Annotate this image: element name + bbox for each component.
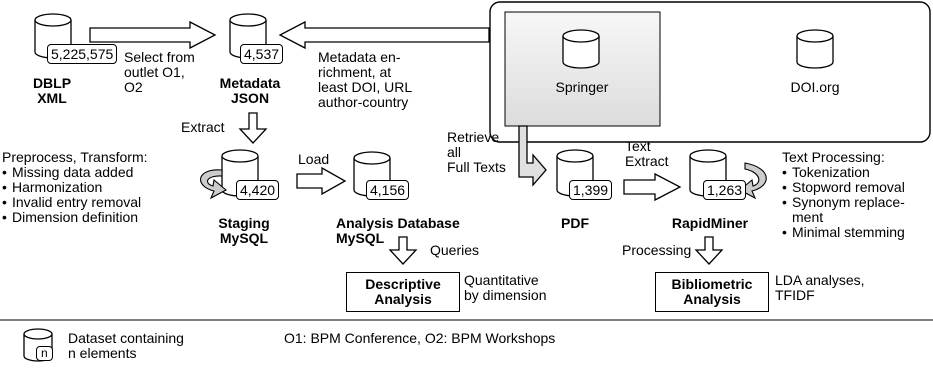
queries-arrow xyxy=(388,236,418,265)
text-extract-arrow xyxy=(623,172,682,202)
doi-label: DOI.org xyxy=(790,79,840,95)
preprocess-loop-arrow xyxy=(200,169,227,200)
text-processing-item: Stopword removal xyxy=(782,180,905,196)
rapidminer-label: RapidMiner xyxy=(671,215,749,231)
pdf-count-badge: 1,399 xyxy=(569,180,613,200)
text-processing-list: Text Processing: Tokenization Stopword r… xyxy=(782,149,905,241)
metadata-count-badge: 4,537 xyxy=(240,44,284,64)
analysis-db-label: Analysis Database MySQL xyxy=(336,215,460,246)
queries-step-label: Queries xyxy=(430,242,480,258)
preprocess-list: Preprocess, Transform: Missing data adde… xyxy=(2,149,148,226)
bibliometric-note: LDA analyses,TFIDF xyxy=(775,272,865,303)
retrieve-arrow xyxy=(518,125,547,187)
preprocess-title: Preprocess, Transform: xyxy=(2,149,148,165)
extract-arrow xyxy=(238,112,268,144)
springer-cylinder xyxy=(562,29,600,69)
springer-label: Springer xyxy=(555,79,609,95)
preprocess-item: Missing data added xyxy=(2,165,148,181)
preprocess-item: Dimension definition xyxy=(2,210,148,226)
text-processing-item: Synonym replace- ment xyxy=(782,195,905,225)
legend-outlets: O1: BPM Conference, O2: BPM Workshops xyxy=(284,330,556,346)
preprocess-item: Invalid entry removal xyxy=(2,195,148,211)
load-arrow xyxy=(296,166,347,196)
text-processing-item: Tokenization xyxy=(782,165,905,181)
processing-arrow xyxy=(694,236,724,265)
staging-count-badge: 4,420 xyxy=(236,180,280,200)
text-processing-title: Text Processing: xyxy=(782,149,885,165)
dblp-count-badge: 5,225,575 xyxy=(47,44,118,64)
text-processing-item: Minimal stemming xyxy=(782,225,905,241)
rapidminer-count-badge: 1,263 xyxy=(703,180,747,200)
preprocess-item: Harmonization xyxy=(2,180,148,196)
extract-step-label: Extract xyxy=(181,119,225,135)
processing-step-label: Processing xyxy=(622,242,692,258)
doi-cylinder xyxy=(796,29,834,69)
select-arrow xyxy=(89,20,217,50)
enrich-arrow xyxy=(278,20,490,50)
load-step-label: Load xyxy=(298,151,330,167)
analysis-db-count-badge: 4,156 xyxy=(366,180,410,200)
legend-badge: n xyxy=(36,346,53,361)
springer-panel xyxy=(504,11,661,127)
pdf-label: PDF xyxy=(561,215,589,231)
